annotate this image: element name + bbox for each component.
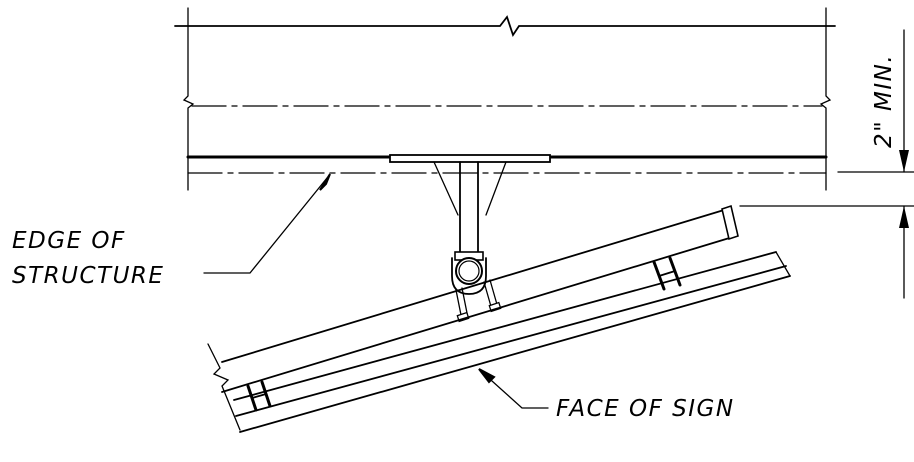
sign-back-edge	[233, 251, 777, 401]
face-of-sign-callout: FACE OF SIGN	[478, 368, 735, 422]
structure-top-line	[174, 15, 836, 38]
dimension-label: 2" MIN.	[871, 54, 897, 148]
edge-of-structure-label-line2: STRUCTURE	[12, 263, 164, 289]
arm-top-edge	[221, 209, 725, 363]
edge-of-structure-callout: EDGE OF STRUCTURE	[12, 173, 331, 289]
pipe-inner-circle	[458, 260, 480, 282]
ibeam-left	[246, 380, 272, 412]
structure-left-edge	[182, 7, 195, 191]
edge-of-structure-leader	[203, 177, 328, 274]
face-of-sign-arrow	[478, 368, 496, 384]
ibeam-left-web	[251, 393, 267, 399]
edge-of-structure-arrow	[319, 173, 331, 191]
hanger-base-plate	[389, 154, 551, 163]
structure-right-edge	[819, 7, 832, 191]
sign-panel	[233, 251, 791, 433]
sign-support-arm	[207, 204, 739, 431]
clearance-dimension: 2" MIN.	[739, 29, 914, 299]
edge-of-structure-label-line1: EDGE OF	[12, 228, 126, 254]
ibeam-right-web	[658, 270, 676, 277]
arm-bottom-edge	[221, 235, 737, 393]
pipe-circle	[455, 257, 483, 285]
dimension-arrow-down	[899, 150, 909, 172]
face-of-sign-label: FACE OF SIGN	[556, 396, 735, 422]
hanger-gusset-left	[433, 161, 459, 216]
sign-stiffener-edge	[235, 265, 787, 417]
arm-break-line	[207, 343, 241, 431]
sign-face-edge	[239, 275, 791, 433]
hanger-bracket	[389, 154, 551, 323]
arm-end-cap	[721, 204, 739, 241]
hanger-gusset-right	[485, 161, 507, 216]
ibeam-right	[652, 256, 682, 291]
face-of-sign-leader	[481, 371, 549, 409]
sign-end-edge	[775, 251, 791, 277]
